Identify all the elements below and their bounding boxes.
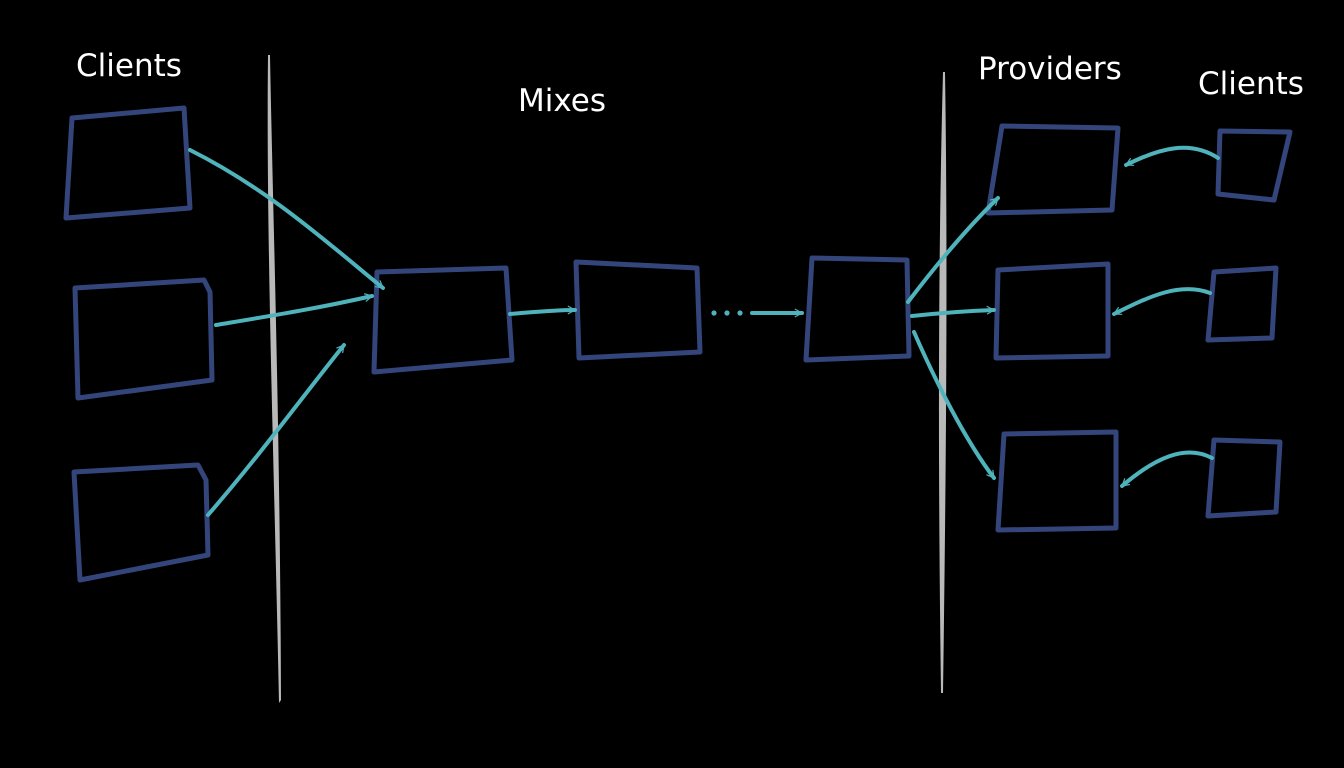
edge-rclient1-to-provider1 — [1124, 145, 1220, 167]
mixes-label: Mixes — [518, 83, 606, 119]
client-box-left-3 — [71, 462, 211, 583]
edge-rclient2-to-provider2 — [1112, 287, 1212, 316]
client-box-right-2 — [1205, 265, 1279, 343]
provider-box-2 — [993, 261, 1111, 361]
mix-box-3 — [803, 255, 912, 363]
client-box-right-1 — [1215, 128, 1293, 203]
clients-left-label: Clients — [76, 48, 182, 84]
provider-box-1 — [985, 123, 1121, 216]
edge-mix3-to-provider3 — [912, 330, 996, 480]
client-box-right-3 — [1205, 437, 1283, 519]
right-barrier — [938, 72, 947, 693]
edge-mix1-to-mix2 — [508, 305, 577, 316]
client-box-left-1 — [63, 105, 193, 221]
mix-box-1 — [371, 265, 515, 375]
edge-client1-to-mix1 — [188, 148, 385, 290]
ellipsis-dots — [711, 310, 743, 316]
client-box-left-2 — [72, 277, 215, 401]
edge-client3-to-mix1 — [206, 343, 346, 517]
edge-mix3-to-provider2 — [910, 305, 996, 318]
edge-rclient3-to-provider3 — [1120, 450, 1214, 488]
left-barrier — [267, 55, 281, 703]
providers-label: Providers — [978, 51, 1122, 87]
mix-box-2 — [573, 259, 703, 361]
edge-client2-to-mix1 — [214, 293, 374, 327]
clients-right-label: Clients — [1198, 66, 1304, 102]
edge-mix3-to-provider1 — [906, 196, 1000, 304]
provider-box-3 — [995, 429, 1119, 533]
